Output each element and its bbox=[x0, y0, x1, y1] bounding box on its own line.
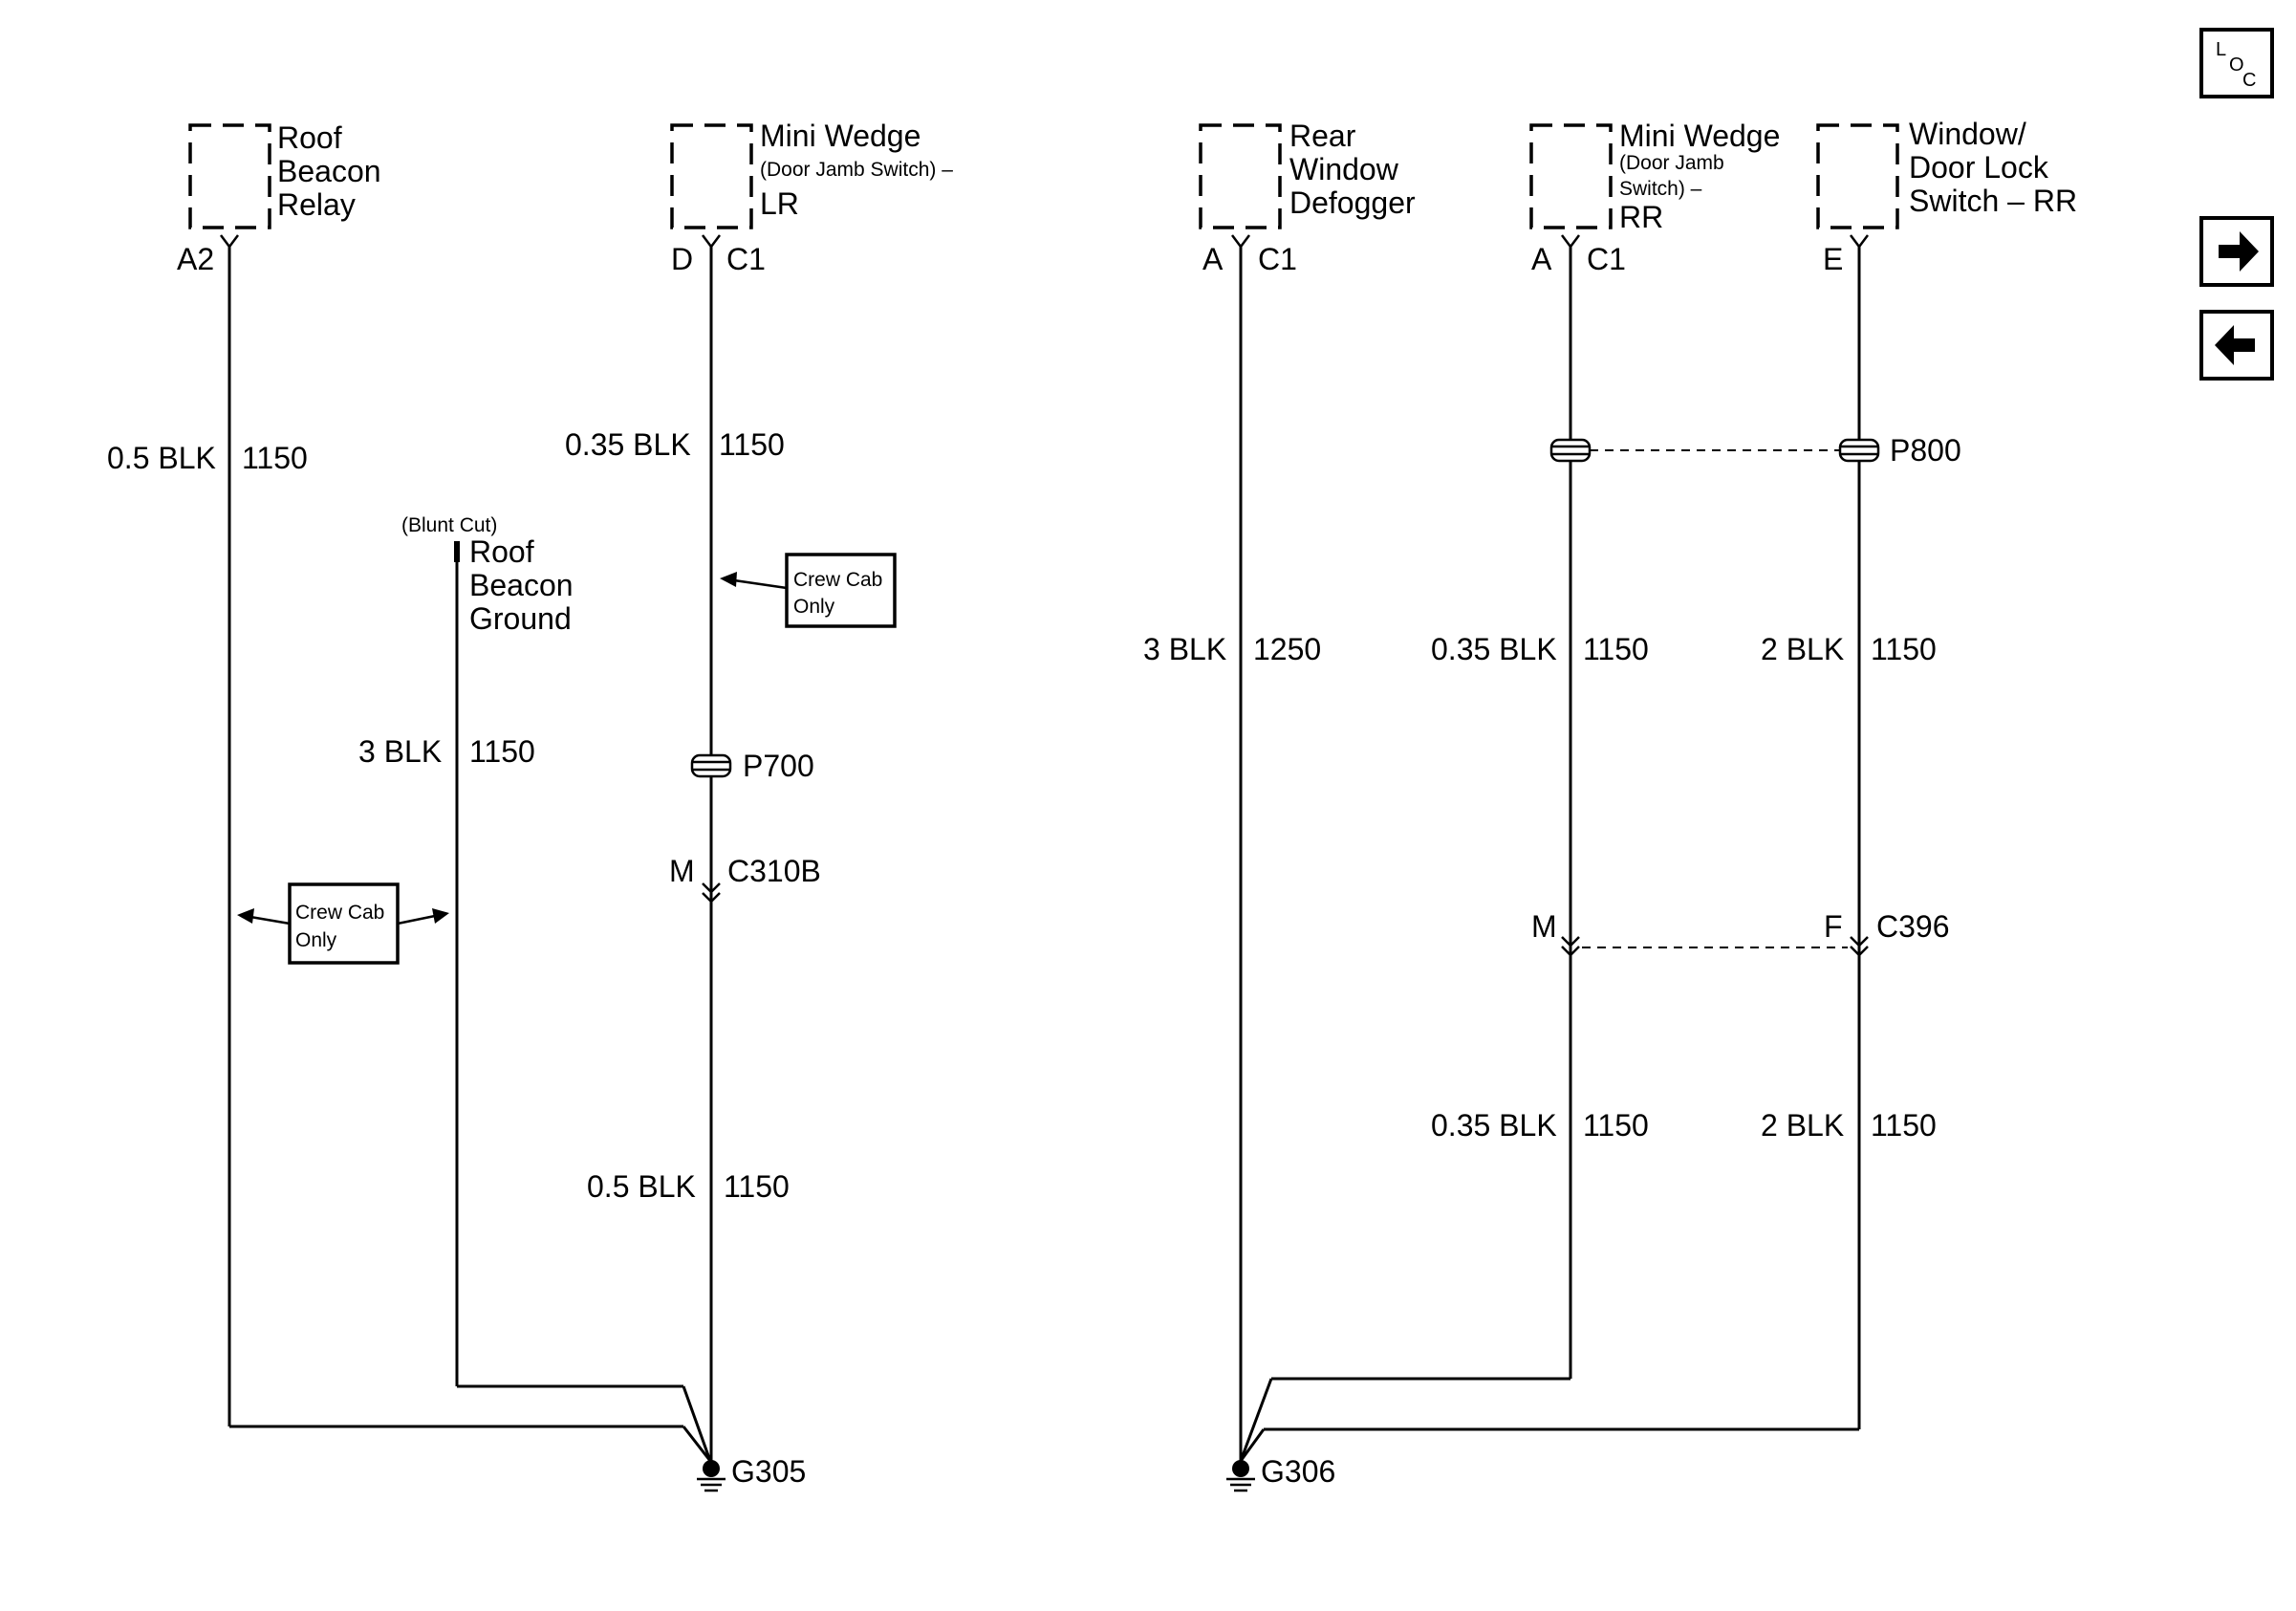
svg-text:Door Lock: Door Lock bbox=[1909, 150, 2049, 185]
svg-text:C396: C396 bbox=[1876, 909, 1950, 944]
svg-text:LR: LR bbox=[760, 186, 799, 221]
connector-terminal-icon bbox=[1561, 936, 1580, 947]
svg-text:M: M bbox=[1531, 909, 1557, 944]
crew-cab-only-note: Crew Cab Only bbox=[237, 882, 449, 965]
pin-terminal-icon bbox=[1231, 234, 1250, 250]
blunt-cut-note: (Blunt Cut) bbox=[401, 514, 497, 536]
svg-text:Rear: Rear bbox=[1289, 119, 1356, 153]
svg-text:Window/: Window/ bbox=[1909, 117, 2026, 151]
pin-terminal-icon bbox=[1850, 234, 1869, 250]
connector-c396: M F C396 bbox=[1531, 909, 1950, 957]
inline-connector-p800: P800 bbox=[1549, 433, 1961, 468]
wire-size-color: 0.35 BLK bbox=[1431, 1108, 1557, 1143]
pin-label: A bbox=[1531, 242, 1552, 276]
arrow-left-icon bbox=[720, 572, 737, 587]
loc-letter-c: C bbox=[2242, 70, 2256, 91]
pin-label: E bbox=[1823, 242, 1843, 276]
connector-terminal-icon bbox=[702, 882, 721, 894]
svg-text:F: F bbox=[1824, 909, 1843, 944]
wire-size-color: 0.35 BLK bbox=[565, 427, 691, 462]
loc-letter-l: L bbox=[2216, 39, 2226, 60]
svg-text:G306: G306 bbox=[1261, 1454, 1335, 1489]
svg-text:G305: G305 bbox=[731, 1454, 806, 1489]
svg-text:P800: P800 bbox=[1890, 433, 1961, 468]
svg-text:Mini Wedge: Mini Wedge bbox=[760, 119, 921, 153]
arrow-right-icon bbox=[2219, 231, 2259, 272]
pin-terminal-icon bbox=[702, 234, 721, 250]
svg-text:Only: Only bbox=[793, 596, 835, 618]
svg-text:Crew Cab: Crew Cab bbox=[793, 569, 882, 591]
wire-size-color: 2 BLK bbox=[1761, 1108, 1844, 1143]
svg-text:Only: Only bbox=[295, 929, 337, 951]
svg-text:Defogger: Defogger bbox=[1289, 185, 1416, 220]
svg-text:RR: RR bbox=[1619, 200, 1663, 234]
component-outline bbox=[1816, 123, 1899, 229]
pin-label: A2 bbox=[177, 242, 214, 276]
svg-text:(Door Jamb Switch) –: (Door Jamb Switch) – bbox=[760, 159, 953, 181]
crew-cab-only-note: Crew Cab Only bbox=[720, 553, 897, 628]
svg-text:(Door Jamb: (Door Jamb bbox=[1619, 152, 1724, 174]
component-outline bbox=[670, 123, 753, 229]
svg-text:C310B: C310B bbox=[727, 854, 821, 888]
pin-label: C1 bbox=[1587, 242, 1626, 276]
component-label: Relay bbox=[277, 187, 356, 222]
wire-circuit: 1150 bbox=[242, 441, 308, 475]
wire-circuit: 1150 bbox=[1583, 1108, 1649, 1143]
component-outline bbox=[1529, 123, 1613, 229]
inline-connector-p700: P700 bbox=[690, 749, 814, 783]
wire-circuit: 1150 bbox=[1871, 632, 1937, 666]
svg-text:Ground: Ground bbox=[469, 601, 572, 636]
wire-circuit: 1250 bbox=[1253, 632, 1321, 666]
previous-page-button[interactable] bbox=[2199, 310, 2274, 381]
component-label: Roof bbox=[277, 120, 342, 155]
connector-c310b: M C310B bbox=[669, 854, 821, 903]
pin-label: D bbox=[671, 242, 693, 276]
wire-size-color: 0.5 BLK bbox=[587, 1169, 696, 1204]
svg-text:P700: P700 bbox=[743, 749, 814, 783]
arrow-left-icon bbox=[2215, 325, 2255, 365]
svg-text:M: M bbox=[669, 854, 695, 888]
arrow-right-icon bbox=[432, 908, 449, 924]
roof-beacon-ground: (Blunt Cut) Roof Beacon Ground bbox=[401, 514, 574, 636]
svg-text:Switch – RR: Switch – RR bbox=[1909, 184, 2077, 218]
wire-size-color: 3 BLK bbox=[1143, 632, 1226, 666]
wire-circuit: 1150 bbox=[724, 1169, 790, 1204]
wire-size-color: 3 BLK bbox=[358, 734, 442, 769]
ground-g306: G306 bbox=[1226, 1454, 1335, 1492]
next-page-button[interactable] bbox=[2199, 216, 2274, 287]
svg-text:Crew Cab: Crew Cab bbox=[295, 902, 384, 924]
wire-size-color: 0.35 BLK bbox=[1431, 632, 1557, 666]
wire-circuit: 1150 bbox=[719, 427, 785, 462]
wire-circuit: 1150 bbox=[469, 734, 535, 769]
arrow-left-icon bbox=[237, 908, 254, 924]
rear-window-defogger: Rear Window Defogger A C1 bbox=[1199, 119, 1416, 276]
wire-circuit: 1150 bbox=[1871, 1108, 1937, 1143]
window-door-lock-switch-rr: Window/ Door Lock Switch – RR E bbox=[1816, 117, 2077, 276]
ground-g305: G305 bbox=[697, 1454, 806, 1492]
pin-label: C1 bbox=[726, 242, 766, 276]
pin-terminal-icon bbox=[1561, 234, 1580, 250]
wire-size-color: 0.5 BLK bbox=[107, 441, 216, 475]
component-outline bbox=[1199, 123, 1282, 229]
svg-text:Mini Wedge: Mini Wedge bbox=[1619, 119, 1780, 153]
wire-circuit: 1150 bbox=[1583, 632, 1649, 666]
svg-text:Roof: Roof bbox=[469, 534, 534, 569]
blunt-cut-marker bbox=[454, 541, 460, 562]
component-outline bbox=[188, 123, 271, 229]
svg-text:Beacon: Beacon bbox=[469, 568, 574, 602]
loc-button[interactable]: L O C bbox=[2199, 28, 2274, 98]
loc-letter-o: O bbox=[2229, 54, 2244, 76]
mini-wedge-lr: Mini Wedge (Door Jamb Switch) – LR D C1 bbox=[670, 119, 953, 276]
svg-text:Window: Window bbox=[1289, 152, 1399, 186]
svg-text:Switch) –: Switch) – bbox=[1619, 178, 1702, 200]
pin-label: C1 bbox=[1258, 242, 1297, 276]
pin-terminal-icon bbox=[220, 234, 239, 250]
component-label: Beacon bbox=[277, 154, 381, 188]
roof-beacon-relay: Roof Beacon Relay A2 bbox=[177, 120, 381, 276]
mini-wedge-rr: Mini Wedge (Door Jamb Switch) – RR A C1 bbox=[1529, 119, 1780, 276]
pin-label: A bbox=[1202, 242, 1224, 276]
connector-terminal-icon bbox=[1850, 936, 1869, 947]
wire-size-color: 2 BLK bbox=[1761, 632, 1844, 666]
